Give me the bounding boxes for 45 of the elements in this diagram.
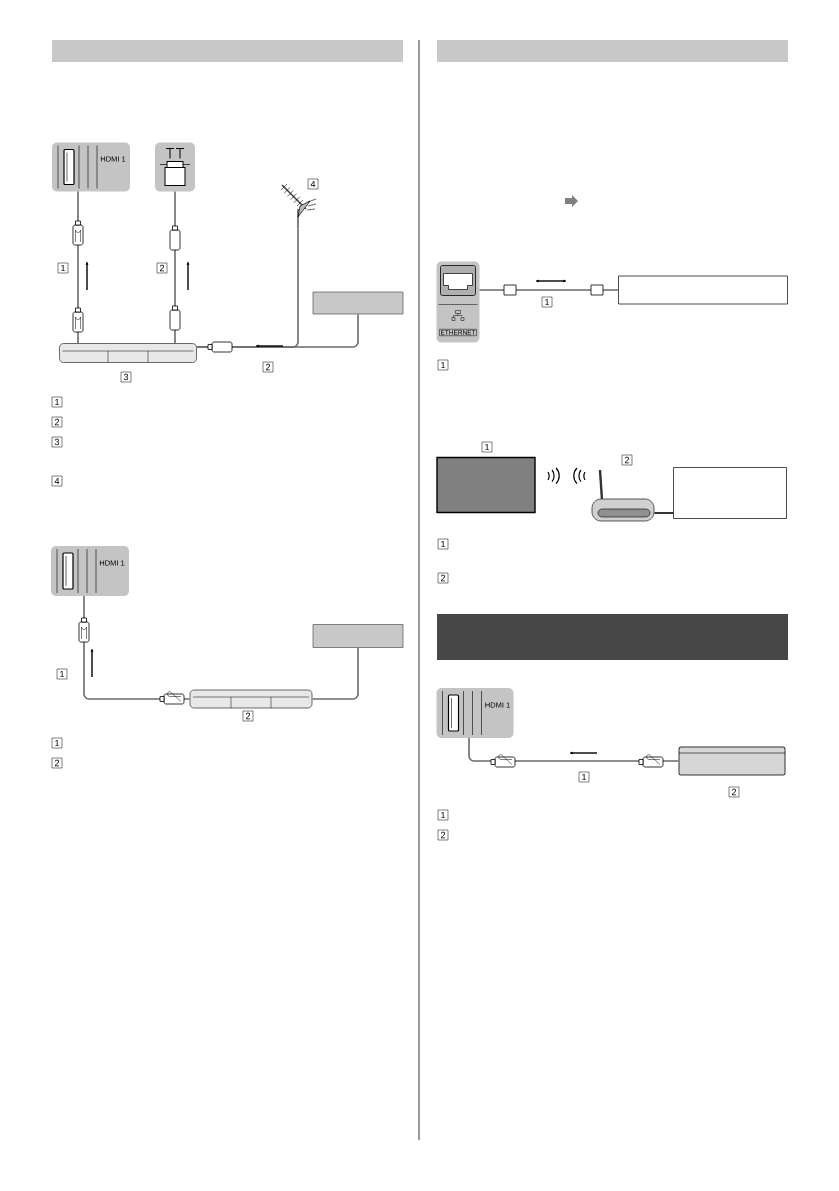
cable xyxy=(478,289,619,291)
callout-number: 2 xyxy=(437,829,449,841)
callout-number: 3 xyxy=(120,371,132,383)
callout-number: 2 xyxy=(262,361,274,373)
cable xyxy=(174,190,176,344)
callout-number: 1 xyxy=(541,296,553,308)
cable xyxy=(468,737,680,762)
cable xyxy=(196,313,359,348)
callout-number: 3 xyxy=(51,436,63,448)
callout-number: 1 xyxy=(437,538,449,550)
callout-number: 2 xyxy=(156,262,168,274)
recorder-drawing xyxy=(59,343,197,363)
callout-number: 2 xyxy=(51,757,63,769)
callout-number: 2 xyxy=(51,416,63,428)
callout-number: 4 xyxy=(307,178,319,190)
callout-number: 1 xyxy=(481,441,493,453)
tv-drawing xyxy=(436,456,536,514)
device-box xyxy=(618,275,788,305)
callout-number: 2 xyxy=(621,454,633,466)
device-drawing xyxy=(678,746,786,776)
callout-number: 1 xyxy=(56,668,68,680)
callout-number: 2 xyxy=(242,710,254,722)
recorder-drawing xyxy=(189,689,313,709)
callout-number: 1 xyxy=(51,737,63,749)
callout-number: 2 xyxy=(437,572,449,584)
callout-number: 1 xyxy=(437,809,449,821)
cable xyxy=(311,647,359,700)
port-panel xyxy=(155,142,195,192)
heading-bar xyxy=(437,614,788,660)
antenna-drawing xyxy=(280,183,317,229)
callout-number: 4 xyxy=(51,475,63,487)
callout-number: 1 xyxy=(51,396,63,408)
device-box xyxy=(673,467,787,519)
heading-bar xyxy=(52,40,403,62)
cable xyxy=(83,595,191,700)
cable xyxy=(77,190,79,344)
device-box xyxy=(312,291,404,315)
router-drawing xyxy=(591,469,655,522)
callout-number: 2 xyxy=(728,786,740,798)
heading-bar xyxy=(437,40,788,62)
callout-number: 1 xyxy=(578,771,590,783)
callout-number: 1 xyxy=(57,262,69,274)
cable xyxy=(653,512,674,514)
callout-number: 1 xyxy=(437,359,449,371)
device-box xyxy=(312,624,404,648)
